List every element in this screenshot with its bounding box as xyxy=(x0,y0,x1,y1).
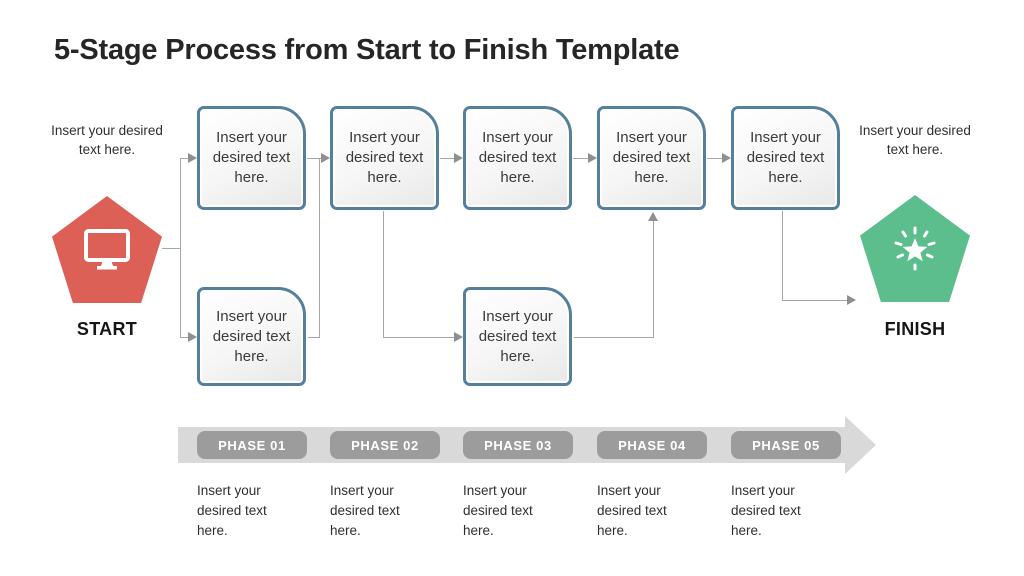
process-box-text: Insert your desired text here. xyxy=(478,129,557,186)
process-box-bottom-2: Insert your desired text here. xyxy=(463,287,572,386)
connector-top3-to-top4 xyxy=(573,158,588,159)
connector-start-split xyxy=(180,158,181,338)
process-box-text: Insert your desired text here. xyxy=(746,129,825,186)
process-box-text: Insert your desired text here. xyxy=(345,129,424,186)
process-box-text: Insert your desired text here. xyxy=(612,129,691,186)
arrowhead-right-icon xyxy=(454,332,463,342)
phase-description-3: Insert your desired text here. xyxy=(463,483,533,538)
phase-pill-2: PHASE 02 xyxy=(330,431,440,459)
phase-label: PHASE 01 xyxy=(218,437,286,453)
connector-bottom1-merge xyxy=(319,158,320,338)
connector-bottom2-up xyxy=(653,221,654,338)
process-box-top-1: Insert your desired text here. xyxy=(197,106,306,210)
connector-top1-to-top2 xyxy=(307,158,321,159)
phase-label: PHASE 05 xyxy=(752,437,820,453)
star-burst-icon xyxy=(889,224,941,274)
connector-top5-down xyxy=(782,211,783,300)
arrowhead-right-icon xyxy=(847,295,856,305)
connector-top5-to-finish xyxy=(782,300,848,301)
start-note: Insert your desired text here. xyxy=(51,123,163,157)
phase-timeline-arrowhead-icon xyxy=(845,416,876,474)
arrowhead-right-icon xyxy=(454,153,463,163)
phase-label: PHASE 03 xyxy=(484,437,552,453)
arrowhead-right-icon xyxy=(321,153,330,163)
phase-pill-5: PHASE 05 xyxy=(731,431,841,459)
finish-note: Insert your desired text here. xyxy=(859,123,971,157)
arrowhead-right-icon xyxy=(188,332,197,342)
connector-top2-to-top3 xyxy=(440,158,454,159)
phase-description-1: Insert your desired text here. xyxy=(197,483,267,538)
monitor-icon xyxy=(81,225,133,275)
page-title: 5-Stage Process from Start to Finish Tem… xyxy=(54,34,680,66)
phase-pill-4: PHASE 04 xyxy=(597,431,707,459)
process-box-text: Insert your desired text here. xyxy=(212,129,291,186)
connector-top4-to-top5 xyxy=(707,158,722,159)
phase-label: PHASE 04 xyxy=(618,437,686,453)
process-box-top-3: Insert your desired text here. xyxy=(463,106,572,210)
connector-top2-to-bottom2 xyxy=(383,337,454,338)
connector-start-to-top1 xyxy=(180,158,189,159)
arrowhead-up-icon xyxy=(648,212,658,221)
process-box-top-2: Insert your desired text here. xyxy=(330,106,439,210)
connector-start-to-bottom1 xyxy=(180,337,189,338)
connector-bottom2-exit xyxy=(574,337,654,338)
finish-label: FINISH xyxy=(884,319,946,339)
phase-description-4: Insert your desired text here. xyxy=(597,483,667,538)
connector-top2-down xyxy=(383,211,384,337)
connector-bottom1-exit xyxy=(308,337,319,338)
process-box-bottom-1: Insert your desired text here. xyxy=(197,287,306,386)
process-box-text: Insert your desired text here. xyxy=(478,307,557,365)
arrowhead-right-icon xyxy=(722,153,731,163)
phase-description-5: Insert your desired text here. xyxy=(731,483,801,538)
process-box-text: Insert your desired text here. xyxy=(212,307,291,365)
phase-pill-1: PHASE 01 xyxy=(197,431,307,459)
start-label: START xyxy=(76,319,138,339)
process-box-top-4: Insert your desired text here. xyxy=(597,106,706,210)
phase-label: PHASE 02 xyxy=(351,437,419,453)
start-pentagon xyxy=(52,196,162,303)
arrowhead-right-icon xyxy=(588,153,597,163)
connector-start-stub xyxy=(162,248,180,249)
phase-pill-3: PHASE 03 xyxy=(463,431,573,459)
finish-pentagon xyxy=(860,195,970,302)
process-box-top-5: Insert your desired text here. xyxy=(731,106,840,210)
arrowhead-right-icon xyxy=(188,153,197,163)
phase-description-2: Insert your desired text here. xyxy=(330,483,400,538)
